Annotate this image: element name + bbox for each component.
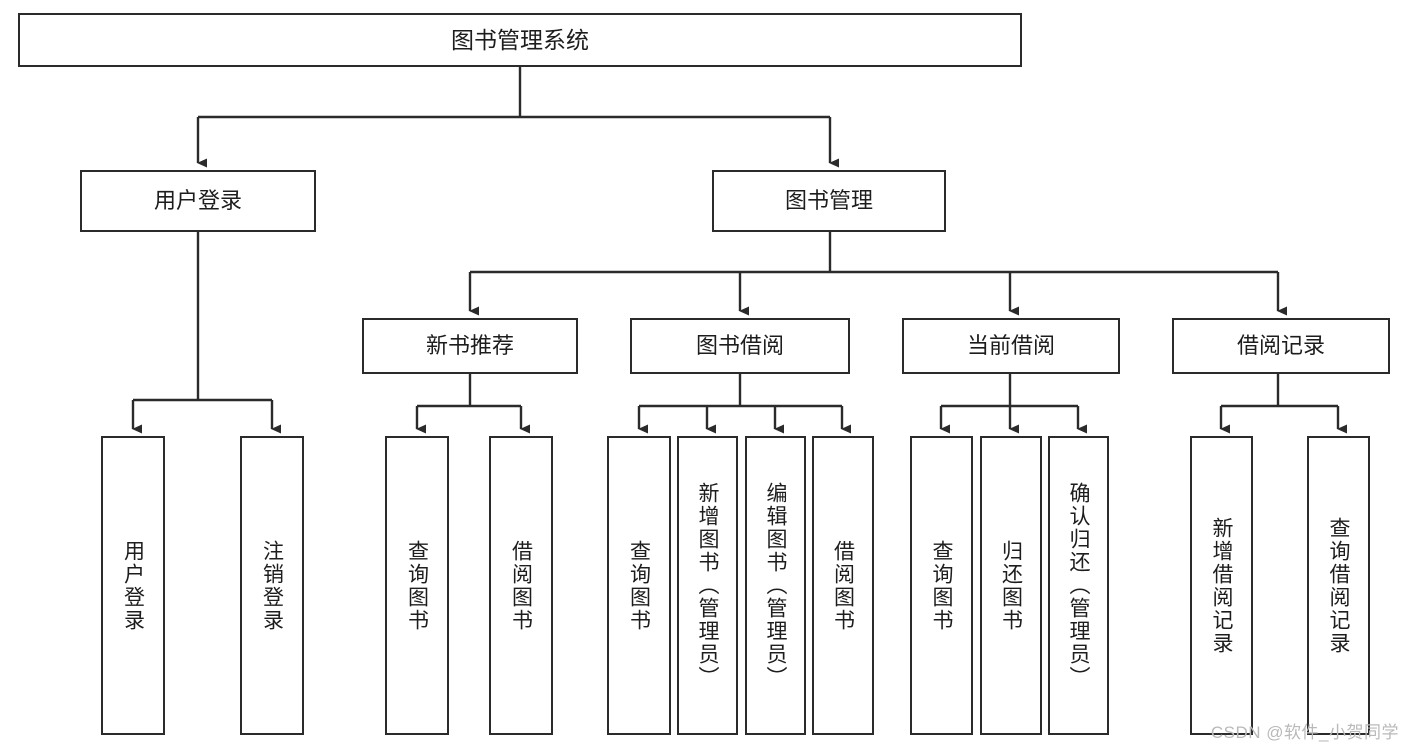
node-leaf-user-login[interactable]: 用户登录: [101, 436, 165, 735]
node-leaf-return-book[interactable]: 归还图书: [980, 436, 1042, 735]
node-borrow-record[interactable]: 借阅记录: [1172, 318, 1390, 374]
node-leaf-query-book-borrow[interactable]: 查询图书: [607, 436, 671, 735]
node-label: 借阅图书: [831, 539, 855, 632]
watermark-csdn: CSDN @软件_小贺同学: [1210, 723, 1399, 742]
node-label: 确认归还（管理员）: [1067, 482, 1090, 689]
node-root-book-management-system[interactable]: 图书管理系统: [18, 13, 1022, 67]
node-leaf-add-book-admin[interactable]: 新增图书（管理员）: [677, 436, 738, 735]
node-leaf-add-borrow-record[interactable]: 新增借阅记录: [1190, 436, 1253, 735]
node-leaf-query-borrow-record[interactable]: 查询借阅记录: [1307, 436, 1370, 735]
node-leaf-query-book-recommend[interactable]: 查询图书: [385, 436, 449, 735]
node-new-book-recommend[interactable]: 新书推荐: [362, 318, 578, 374]
node-label: 查询图书: [405, 539, 429, 632]
node-label: 编辑图书（管理员）: [764, 482, 787, 689]
node-leaf-logout-login[interactable]: 注销登录: [240, 436, 304, 735]
node-label: 借阅记录: [1236, 332, 1325, 358]
node-current-borrow[interactable]: 当前借阅: [902, 318, 1120, 374]
node-label: 用户登录: [121, 539, 145, 632]
node-user-login[interactable]: 用户登录: [80, 170, 316, 232]
node-label: 图书管理: [784, 187, 873, 213]
node-label: 图书管理系统: [451, 26, 589, 53]
node-label: 新书推荐: [425, 332, 514, 358]
node-leaf-borrow-book-recommend[interactable]: 借阅图书: [489, 436, 553, 735]
node-leaf-confirm-return-admin[interactable]: 确认归还（管理员）: [1048, 436, 1109, 735]
node-book-borrow[interactable]: 图书借阅: [630, 318, 850, 374]
node-label: 用户登录: [153, 187, 242, 213]
node-label: 查询借阅记录: [1327, 516, 1350, 655]
node-label: 新增图书（管理员）: [696, 482, 719, 689]
node-label: 查询图书: [627, 539, 651, 632]
node-label: 借阅图书: [509, 539, 533, 632]
node-label: 图书借阅: [695, 332, 784, 358]
node-book-management[interactable]: 图书管理: [712, 170, 946, 232]
node-label: 归还图书: [999, 539, 1023, 632]
node-label: 注销登录: [260, 539, 284, 632]
node-label: 当前借阅: [966, 332, 1055, 358]
node-leaf-query-book-current[interactable]: 查询图书: [910, 436, 973, 735]
node-leaf-edit-book-admin[interactable]: 编辑图书（管理员）: [745, 436, 806, 735]
node-label: 新增借阅记录: [1210, 516, 1233, 655]
node-leaf-borrow-book[interactable]: 借阅图书: [812, 436, 874, 735]
node-label: 查询图书: [930, 539, 953, 632]
